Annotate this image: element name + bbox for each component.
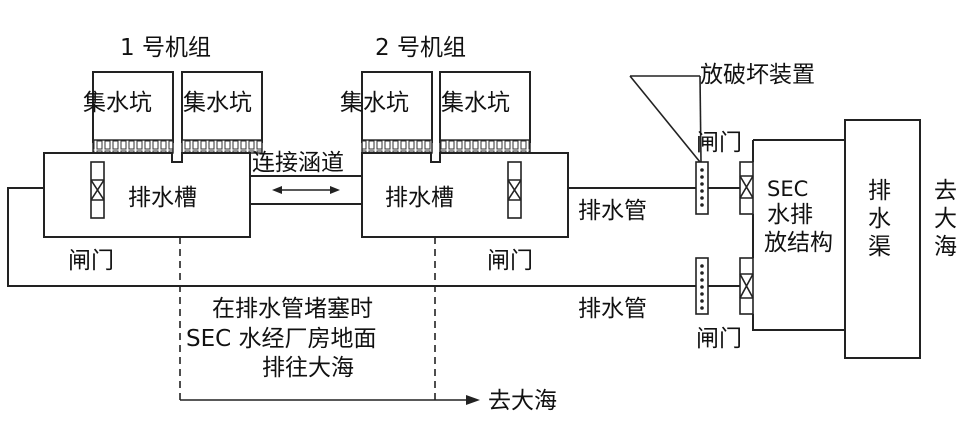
unit2-pit-left-screen: [361, 139, 433, 154]
unit2-tank: [361, 152, 569, 238]
unit2-title: 2 号机组: [375, 35, 466, 61]
blocked-note-line-2: SEC 水经厂房地面: [186, 326, 377, 352]
unit1-pit-right: [181, 71, 263, 143]
anti-damage-label: 放破坏装置: [700, 62, 815, 88]
sec-outfall-line-2: 水排: [767, 202, 813, 228]
to-sea-right-char-1: 去: [934, 178, 957, 204]
unit1-gate-valve-mark: [90, 179, 105, 201]
unit1-pit-left-screen: [92, 139, 174, 154]
anti-damage-device-top-dots: [700, 168, 704, 207]
unit1-pit-right-label: 集水坑: [183, 90, 252, 116]
anti-damage-leader-1: [629, 75, 701, 163]
blocked-note-line-3: 排往大海: [262, 355, 354, 381]
unit2-pit-left-label: 集水坑: [340, 90, 409, 116]
overflow-arrow-head: [466, 395, 480, 405]
drainage-channel: [844, 119, 921, 359]
unit1-gate-label: 闸门: [68, 248, 114, 274]
pipe-top-label: 排水管: [578, 198, 647, 224]
unit1-title: 1 号机组: [120, 35, 211, 61]
channel-char-1: 排: [868, 178, 891, 204]
anti-damage-device-bottom-dots: [700, 264, 704, 310]
sec-outfall-line-1: SEC: [767, 177, 808, 201]
unit2-pit-right-screen: [439, 139, 531, 154]
unit2-pit-left: [361, 71, 433, 143]
gate-top-valve-mark: [739, 175, 754, 199]
gate-bottom-label: 闸门: [696, 326, 742, 352]
sec-outfall-line-3: 放结构: [764, 230, 833, 256]
to-sea-right-char-3: 海: [934, 234, 957, 260]
unit1-tank: [43, 152, 251, 238]
unit2-gate-valve-mark: [507, 179, 522, 201]
unit1-pit-right-screen: [181, 139, 263, 154]
unit2-tank-label: 排水槽: [385, 185, 454, 211]
to-sea-right-char-2: 大: [934, 206, 957, 232]
unit2-pit-right-label: 集水坑: [441, 90, 510, 116]
unit2-gate-label: 闸门: [487, 248, 533, 274]
anti-damage-leader-2: [699, 75, 702, 163]
blocked-note-line-1: 在排水管堵塞时: [212, 296, 373, 322]
gate-bottom-valve-mark: [739, 273, 754, 299]
tunnel-arrow-right-head: [330, 186, 340, 194]
gate-top-label: 闸门: [696, 130, 742, 156]
to-sea-bottom-label: 去大海: [488, 388, 557, 414]
pipe-bottom-label: 排水管: [578, 296, 647, 322]
channel-char-2: 水: [868, 206, 891, 232]
channel-char-3: 渠: [868, 234, 891, 260]
bottom-drain-pipe: [7, 187, 700, 287]
tunnel-arrow-left-head: [272, 186, 282, 194]
unit1-pit-left-label: 集水坑: [83, 90, 152, 116]
tunnel-label: 连接涵道: [252, 150, 344, 176]
unit2-pit-right: [439, 71, 531, 143]
unit1-tank-label: 排水槽: [128, 185, 197, 211]
sec-outfall-structure: [752, 139, 845, 331]
